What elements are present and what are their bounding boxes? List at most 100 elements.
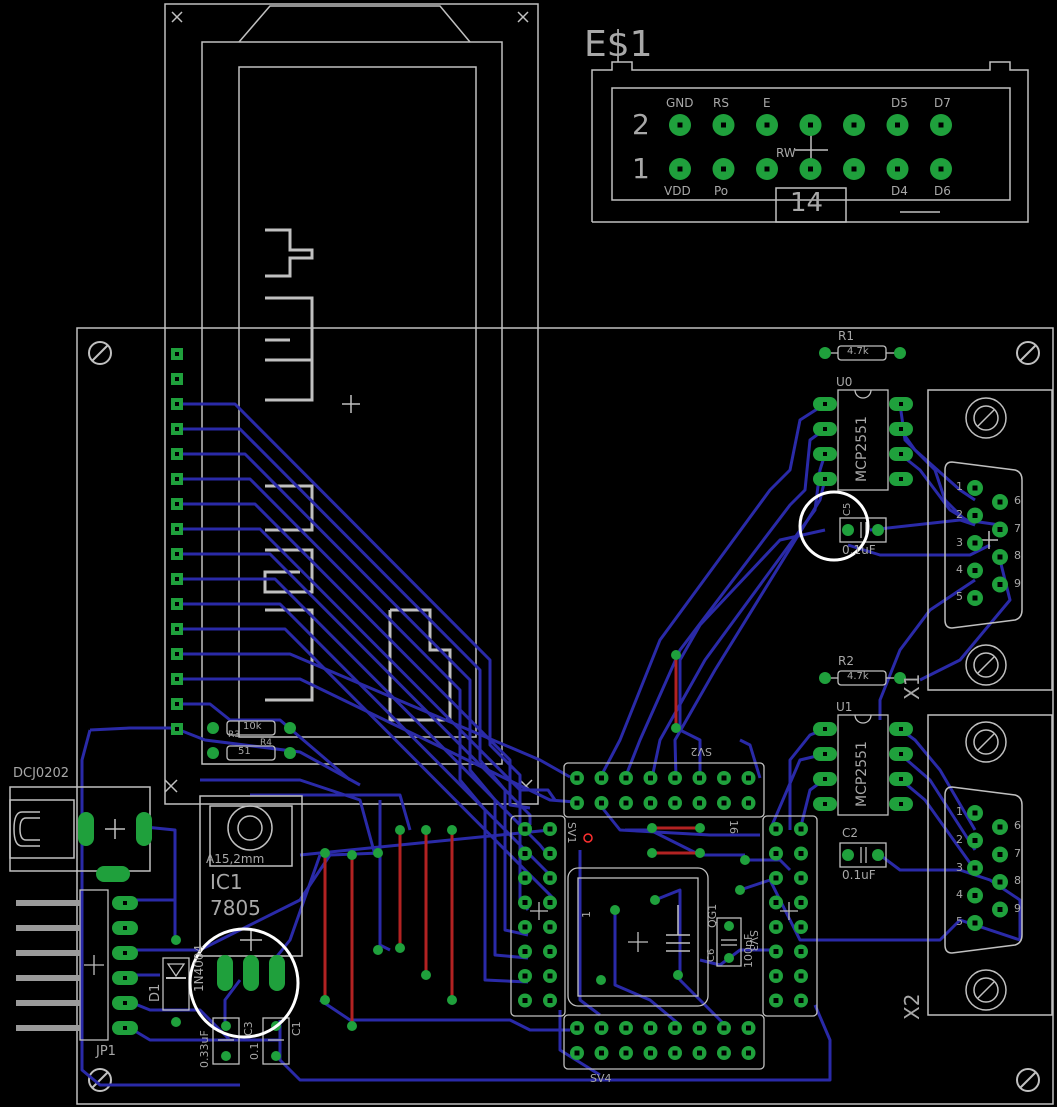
u0-value-label: MCP2551	[854, 416, 870, 482]
pad-hole	[773, 875, 779, 881]
pad-hole	[547, 900, 553, 905]
sv1-label: SV1	[565, 822, 578, 844]
pad-hole	[574, 800, 580, 806]
db9-x2-pin-7: 7	[1014, 847, 1021, 860]
dc-jack-pads	[78, 812, 152, 882]
pad-hole	[764, 166, 770, 172]
pad-hole	[808, 122, 813, 128]
pad-hole	[746, 1050, 751, 1056]
connector-label-vdd: VDD	[664, 184, 691, 198]
pad-hole	[997, 554, 1003, 560]
d1-value-label: 1N4004	[192, 944, 206, 992]
connector-esd-outline	[591, 61, 1029, 223]
pad-hole	[697, 1025, 702, 1031]
pad-hole	[677, 166, 683, 172]
connector-label-d5: D5	[891, 96, 908, 110]
highlight-circle-c3[interactable]	[798, 490, 870, 562]
pad-hole	[764, 122, 770, 128]
pad-hole	[547, 851, 553, 856]
pad-hole	[697, 1050, 702, 1056]
highlight-circle-ic1-pins[interactable]	[188, 927, 300, 1039]
pad-hole	[175, 402, 179, 406]
connector-row-1: 1	[632, 152, 650, 185]
pad-hole	[175, 377, 179, 381]
c6-value-label: 100pF	[742, 933, 755, 968]
pad-hole	[721, 1025, 727, 1031]
pad-hole	[798, 924, 804, 930]
pad-hole	[175, 602, 179, 606]
db9-x2-pin-2: 2	[956, 833, 963, 846]
pad-hole	[938, 122, 944, 128]
mcp2551-pads	[813, 397, 913, 811]
pad-hole	[623, 800, 629, 806]
db9-x2-pin-4: 4	[956, 888, 963, 901]
db9-x2-pin-1: 1	[956, 805, 963, 818]
sv-pin-16-label: 16	[727, 820, 740, 834]
r2-label: R2	[838, 654, 854, 668]
pad-hole	[972, 595, 978, 601]
r3-ref-label: R3	[228, 730, 240, 740]
db9-x1-pin-8: 8	[1014, 549, 1021, 562]
c4-value-label: 0.33uF	[198, 1030, 211, 1068]
pad-hole	[677, 122, 683, 128]
pad-hole	[599, 1050, 604, 1056]
pad-hole	[648, 1050, 653, 1056]
r4-value-label: 51	[238, 746, 251, 757]
pad-hole	[623, 1025, 629, 1031]
ic1-value-label: 7805	[210, 896, 261, 920]
pad-hole	[522, 875, 528, 881]
pad-hole	[574, 775, 580, 781]
pad-hole	[175, 702, 179, 706]
mounting-holes	[88, 341, 1040, 1092]
pad-hole	[648, 775, 653, 781]
pad-hole	[899, 402, 903, 406]
drill-marker	[583, 833, 593, 843]
db9-x1-pin-9: 9	[1014, 577, 1021, 590]
pad-hole	[522, 998, 528, 1003]
pad-hole	[123, 901, 127, 905]
pad-hole	[851, 166, 857, 172]
db9-x2-pin-5: 5	[956, 915, 963, 928]
x2-label: X2	[900, 993, 924, 1020]
pad-hole	[547, 998, 553, 1003]
connector-row-2: 2	[632, 108, 650, 141]
c2-ref-label: C2	[842, 826, 859, 840]
pad-hole	[823, 427, 827, 431]
pad-hole	[547, 875, 553, 881]
pad-hole	[972, 865, 978, 871]
pad-hole	[522, 851, 528, 856]
header-pin	[16, 900, 80, 906]
d1-label: D1	[148, 983, 163, 1002]
pad-hole	[175, 552, 179, 556]
r3-value-label: 10k	[243, 721, 262, 732]
db9-x1-pin-2: 2	[956, 508, 963, 521]
pad-hole	[746, 1025, 751, 1031]
pad-hole	[175, 677, 179, 681]
pad-hole	[547, 949, 553, 954]
header-pin	[16, 1000, 80, 1006]
db9-x1-pin-4: 4	[956, 563, 963, 576]
db9-outlines	[927, 389, 1053, 1016]
pad-hole	[721, 1050, 727, 1056]
jp1-label: JP1	[96, 1044, 116, 1059]
pad-hole	[773, 924, 779, 930]
x1-label: X1	[900, 673, 924, 700]
connector-label-e: E	[763, 96, 771, 110]
pad-hole	[123, 951, 127, 955]
pad-hole	[899, 802, 903, 806]
pad-hole	[997, 499, 1003, 505]
connector-esd-name: E$1	[584, 24, 653, 65]
pad-hole	[175, 527, 179, 531]
pad-hole	[972, 838, 978, 843]
pad-hole	[773, 851, 779, 856]
pad-hole	[823, 777, 827, 781]
capacitor-pads	[724, 524, 884, 963]
pad-hole	[972, 540, 978, 546]
pad-hole	[773, 900, 779, 905]
pad-hole	[623, 1050, 629, 1056]
pad-hole	[899, 452, 903, 456]
pad-hole	[574, 1025, 580, 1031]
db9-x1-pin-3: 3	[956, 536, 963, 549]
pad-hole	[697, 800, 702, 806]
